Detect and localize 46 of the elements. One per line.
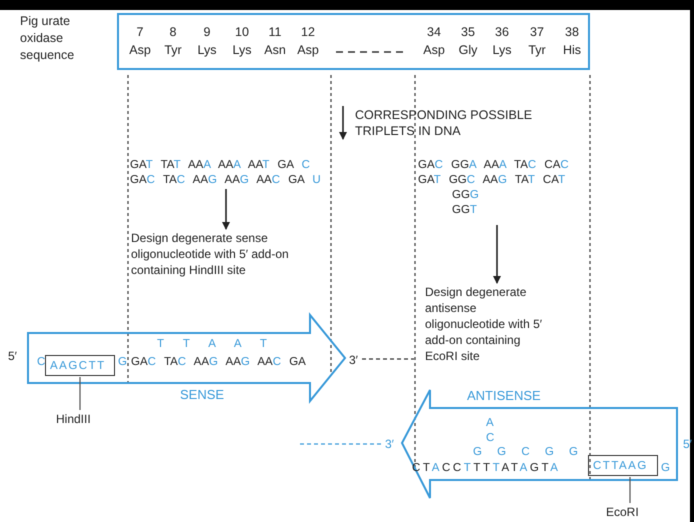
base-variants: T T A A T [157,337,267,351]
sequence-text: CTTAAG [593,459,648,473]
residue-label: 35 Gly [458,24,478,59]
sequence-box [117,13,590,70]
codon-row: GGG [452,188,479,202]
leader-line [79,377,81,410]
sequence-text: G [661,461,670,475]
base-variant: A [486,416,494,430]
codon-row: GAC TAC AAG AAG AAC GA U [130,173,321,187]
sequence-text: G [118,355,127,369]
strand-label: SENSE [180,388,224,402]
strand-label: ANTISENSE [467,389,541,403]
residue-label: 12 Asp [297,24,319,59]
restriction-site-box [588,455,658,476]
arrow [493,225,501,284]
enzyme-label: HindIII [56,411,116,427]
restriction-site-box [45,355,115,376]
sequence-caption: Pig urate oxidase sequence [20,13,76,64]
base-variants: G G C G G [473,445,578,459]
residue-label: 9 Lys [198,24,216,59]
residue-label: 36 Lys [492,24,512,59]
end-label: 5′ [8,348,17,364]
sense-strand-arrow [28,313,346,405]
sequence-text: GAC TAC AAG AAG AAC GA [131,355,306,369]
residue-label: 34 Asp [423,24,445,59]
residue-label: 7 Asp [129,24,151,59]
sequence-text: C [37,355,46,369]
end-label: 3′ [349,352,358,368]
codon-row: GAT TAT AAA AAA AAT GA C [130,158,310,172]
residue-label: 10 Lys [232,24,252,59]
instruction-text: Design degenerate sense oligonucleotide with 5′ add-on containing HindIII site [131,230,299,278]
leader-line [629,477,631,503]
end-label: 3′ [385,436,394,452]
residue-label: 38 His [562,24,582,59]
arrow [222,189,230,230]
sequence-text: AAGCTT [50,359,106,373]
residue-label: 37 Tyr [528,24,546,59]
base-variant: C [486,431,494,445]
enzyme-label: EcoRI [606,504,656,520]
note-text: CORRESPONDING POSSIBLE TRIPLETS IN DNA [355,107,534,139]
instruction-text: Design degenerate antisense oligonucleotide with 5′ add-on containing EcoRI site [425,284,553,364]
residue-label: 8 Tyr [164,24,182,59]
codon-row: GAC GGA AAA TAC CAC [418,158,569,172]
residue-label: 11 Asn [264,24,286,59]
codon-row: GAT GGC AAG TAT CAT [418,173,566,187]
codon-row: GGT [452,203,477,217]
